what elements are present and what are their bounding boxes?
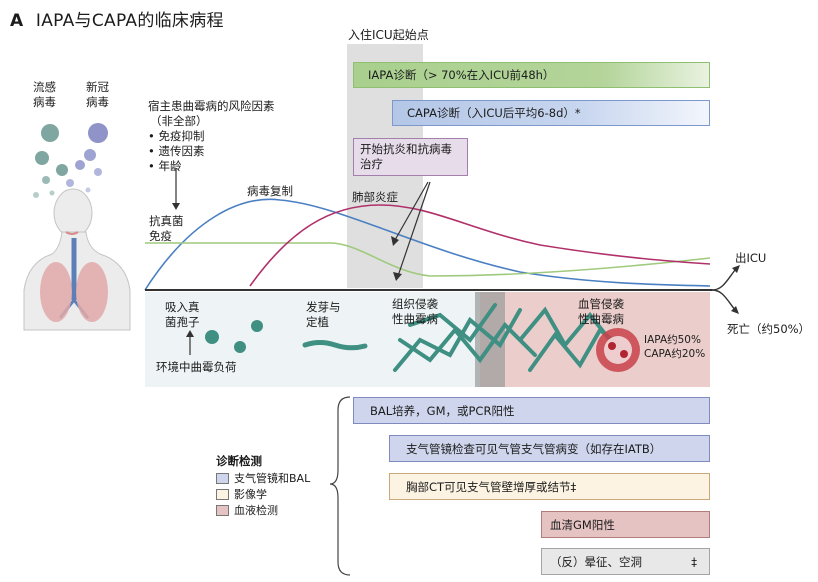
diagnostic-ct: 胸部CT可见支气管壁增厚或结节‡: [389, 473, 710, 500]
diagnostics-legend-title: 诊断检测: [216, 454, 262, 468]
risk-item: • 免疫抑制: [148, 129, 205, 143]
spore: [234, 341, 246, 353]
diagnostic-serum-gm: 血清GM阳性: [541, 511, 710, 538]
icu-start-label: 入住ICU起始点: [348, 28, 429, 42]
covid-virus-icons: [66, 123, 108, 193]
pneumonia-label: 肺部炎症: [352, 190, 398, 204]
covid-virus-label: 新冠病毒: [86, 80, 109, 109]
death-arrow: [711, 289, 736, 311]
vascular-invasion-label: 血管侵袭性曲霉病: [578, 297, 624, 326]
panel-letter: A: [10, 11, 24, 31]
viral-replication-label: 病毒复制: [247, 184, 293, 198]
flu-virus-icons: [33, 124, 68, 198]
epithelium-layer: [475, 292, 505, 387]
airway-lumen: [145, 292, 480, 387]
risk-heading: 宿主患曲霉病的风险因素: [148, 99, 275, 113]
legend-swatch: [216, 472, 229, 484]
capa-diagnosis-bar: CAPA诊断（入ICU后平均6-8d）*: [392, 100, 710, 126]
diagnostic-bal: BAL培养，GM，或PCR阳性: [353, 397, 710, 424]
diagnostic-halo-sign: （反）晕征、空洞‡: [541, 548, 710, 575]
flu-virus-label: 流感病毒: [33, 80, 56, 109]
pneumonia-curve: [249, 204, 711, 287]
viral-replication-curve: [144, 198, 711, 291]
risk-item: • 年龄: [148, 159, 182, 173]
immunity-curve: [145, 242, 711, 277]
legend-swatch: [216, 504, 229, 516]
environment-burden-label: 环境中曲霉负荷: [156, 360, 237, 374]
exit-icu-label: 出ICU: [735, 251, 767, 265]
title-text: IAPA与CAPA的临床病程: [35, 11, 224, 31]
iapa-diagnosis-bar: IAPA诊断（> 70%在入ICU前48h）: [353, 62, 710, 88]
germination-label: 发芽与定植: [306, 300, 341, 329]
invasion-rates: IAPA约50%CAPA约20%: [644, 334, 706, 360]
tissue-invasion-label: 组织侵袭性曲霉病: [392, 297, 438, 326]
hypha: [302, 340, 368, 351]
risk-factors: 宿主患曲霉病的风险因素 （非全部） • 免疫抑制 • 遗传因素 • 年龄: [148, 99, 275, 174]
figure-title: A IAPA与CAPA的临床病程: [10, 6, 224, 31]
antifungal-immunity-label: 抗真菌免疫: [149, 214, 184, 243]
legend-blood-test: 血液检测: [216, 502, 278, 518]
spore: [251, 320, 263, 332]
diagnostics-bracket: [329, 396, 351, 576]
invasive-hyphae: [393, 303, 627, 372]
legend-bronchoscopy: 支气管镜和BAL: [216, 470, 310, 486]
exit-icu-arrow: [711, 269, 736, 291]
patient-figure: [23, 188, 131, 331]
inhale-spores-label: 吸入真菌孢子: [165, 300, 200, 329]
legend-imaging: 影像学: [216, 486, 267, 502]
risk-sub: （非全部）: [150, 114, 208, 128]
spore: [205, 330, 219, 344]
treatment-start-box: 开始抗炎和抗病毒治疗: [353, 138, 468, 176]
diagnostic-bronchoscopy: 支气管镜检查可见气管支气管病变（如存在IATB）: [389, 435, 710, 462]
risk-item: • 遗传因素: [148, 144, 205, 158]
legend-swatch: [216, 488, 229, 500]
death-label: 死亡（约50%）: [727, 322, 811, 336]
